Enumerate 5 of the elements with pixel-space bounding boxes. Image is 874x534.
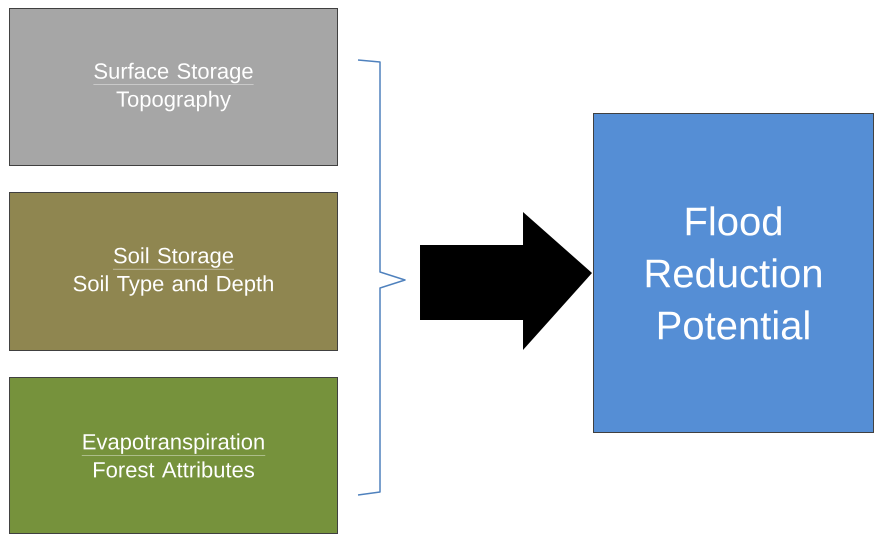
factor-box: Surface Storage Topography [9, 8, 338, 166]
block-arrow [420, 212, 592, 350]
factor-box: Evapotranspiration Forest Attributes [9, 377, 338, 534]
factor-box: Soil Storage Soil Type and Depth [9, 192, 338, 351]
result-box: Flood Reduction Potential [593, 113, 874, 433]
